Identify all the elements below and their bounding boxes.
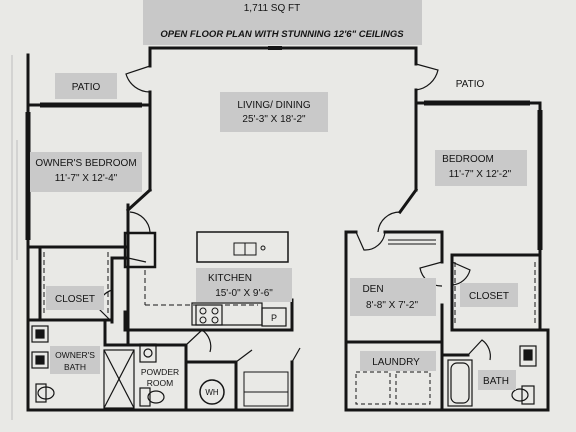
pantry-label: P: [271, 313, 277, 323]
living-size: 25'-3" X 18'-2": [242, 114, 306, 125]
walls: [26, 46, 550, 412]
owners-bedroom-label: OWNER'S BEDROOM: [35, 158, 136, 169]
den-box: [350, 278, 436, 316]
kitchen-size: 15'-0" X 9'-6": [215, 288, 273, 299]
owners-bath-fixtures: [31, 325, 135, 409]
water-heater-icon: [199, 379, 225, 405]
bedroom-box: [435, 150, 527, 186]
paper-marks: [11, 55, 18, 420]
burners: [199, 307, 219, 324]
bath-label: BATH: [483, 376, 509, 387]
patio-left-box: [55, 73, 117, 99]
laundry-box: [360, 351, 436, 371]
patio-left-label: PATIO: [72, 82, 101, 93]
living-label: LIVING/ DINING: [237, 100, 311, 111]
bath-fixtures: [447, 345, 537, 407]
square-footage: 1,711 SQ FT: [244, 3, 301, 14]
header-box: [143, 0, 422, 45]
kitchen-box: [196, 268, 292, 302]
powder-room-fixtures: [139, 343, 165, 407]
bedroom-label: BEDROOM: [442, 154, 494, 165]
den-size: 8'-8" X 7'-2": [366, 300, 419, 311]
hall-shelves: [243, 371, 289, 407]
owners-bedroom-size: 11'-7" X 12'-4": [55, 173, 118, 184]
den-label: DEN: [362, 284, 383, 295]
owners-bath-box: [50, 346, 100, 374]
owners-bath-line2: BATH: [64, 362, 86, 372]
closet-right-box: [460, 283, 518, 307]
closet-left-box: [46, 286, 104, 310]
bedroom-size: 11'-7" X 12'-2": [449, 169, 512, 180]
patio-right-label: PATIO: [456, 79, 485, 90]
closet-right-label: CLOSET: [469, 291, 509, 302]
door-swings: [97, 63, 491, 363]
laundry-machines: [355, 371, 431, 405]
living-box: [220, 92, 328, 132]
windows: [25, 100, 543, 250]
laundry-label: LAUNDRY: [372, 357, 420, 368]
owners-bedroom-box: [30, 152, 142, 192]
bath-box: [478, 370, 516, 390]
owners-bath-line1: OWNER'S: [55, 350, 95, 360]
pantry-box: [261, 307, 287, 327]
range-icon: [195, 304, 223, 326]
closet-rods: [388, 239, 436, 245]
closet-left-label: CLOSET: [55, 294, 95, 305]
kitchen-island: [196, 231, 289, 263]
kitchen-label: KITCHEN: [208, 273, 252, 284]
window-marker: [268, 46, 282, 50]
water-heater-label: WH: [205, 388, 219, 397]
powder-room-line2: ROOM: [147, 378, 173, 388]
plan-subtitle: OPEN FLOOR PLAN WITH STUNNING 12'6" CEIL…: [160, 29, 404, 40]
powder-room-line1: POWDER: [141, 367, 179, 377]
